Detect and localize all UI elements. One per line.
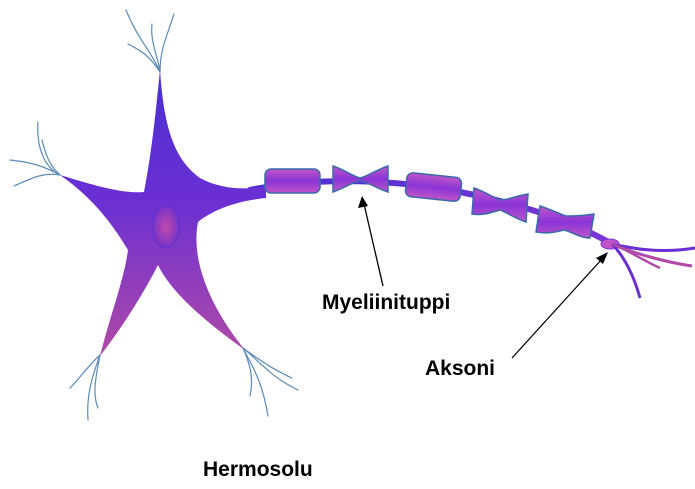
nerve-cell-label: Hermosolu <box>203 459 313 480</box>
axon-arrow <box>512 259 602 358</box>
myelin-sheath-label: Myeliinituppi <box>322 292 450 313</box>
axon-label: Aksoni <box>425 358 495 379</box>
myelin-segment-3 <box>405 172 462 202</box>
myelin-segment-1 <box>265 169 320 193</box>
myelin-arrowhead <box>358 196 368 208</box>
myelin-arrow <box>364 204 383 286</box>
myelin-segment-4 <box>472 188 528 222</box>
axon-arrowhead <box>596 252 608 264</box>
nucleus <box>153 206 179 248</box>
myelin-sheaths <box>265 166 594 238</box>
axon-terminal <box>601 239 695 298</box>
myelin-segment-5 <box>536 206 594 238</box>
myelin-segment-2 <box>333 166 388 192</box>
